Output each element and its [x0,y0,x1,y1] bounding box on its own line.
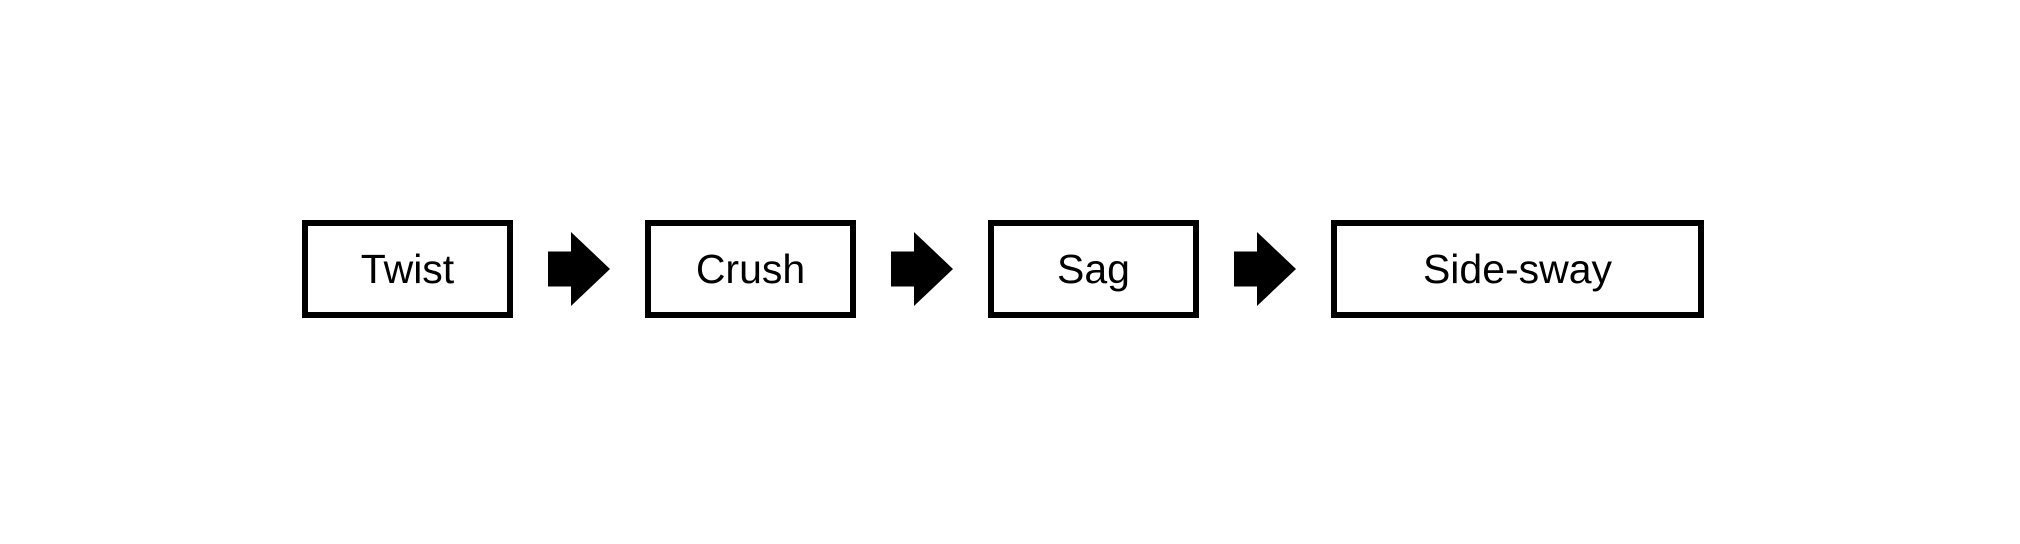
flow-node-crush: Crush [645,220,856,318]
flow-node-label: Sag [1057,245,1130,292]
flow-node-sag: Sag [988,220,1199,318]
flow-node-label: Crush [695,245,806,292]
flow-connector [513,220,645,318]
flow-connector [1199,220,1331,318]
flow-connector [856,220,988,318]
arrow-right-icon [1234,232,1296,306]
flow-node-twist: Twist [302,220,513,318]
arrow-right-icon [891,232,953,306]
flow-node-label: Side-sway [1422,245,1613,292]
arrow-right-icon [548,232,610,306]
flow-diagram: Twist Crush Sag Side-sway [302,220,1704,318]
flow-node-side-sway: Side-sway [1331,220,1704,318]
flow-node-label: Twist [360,245,455,292]
